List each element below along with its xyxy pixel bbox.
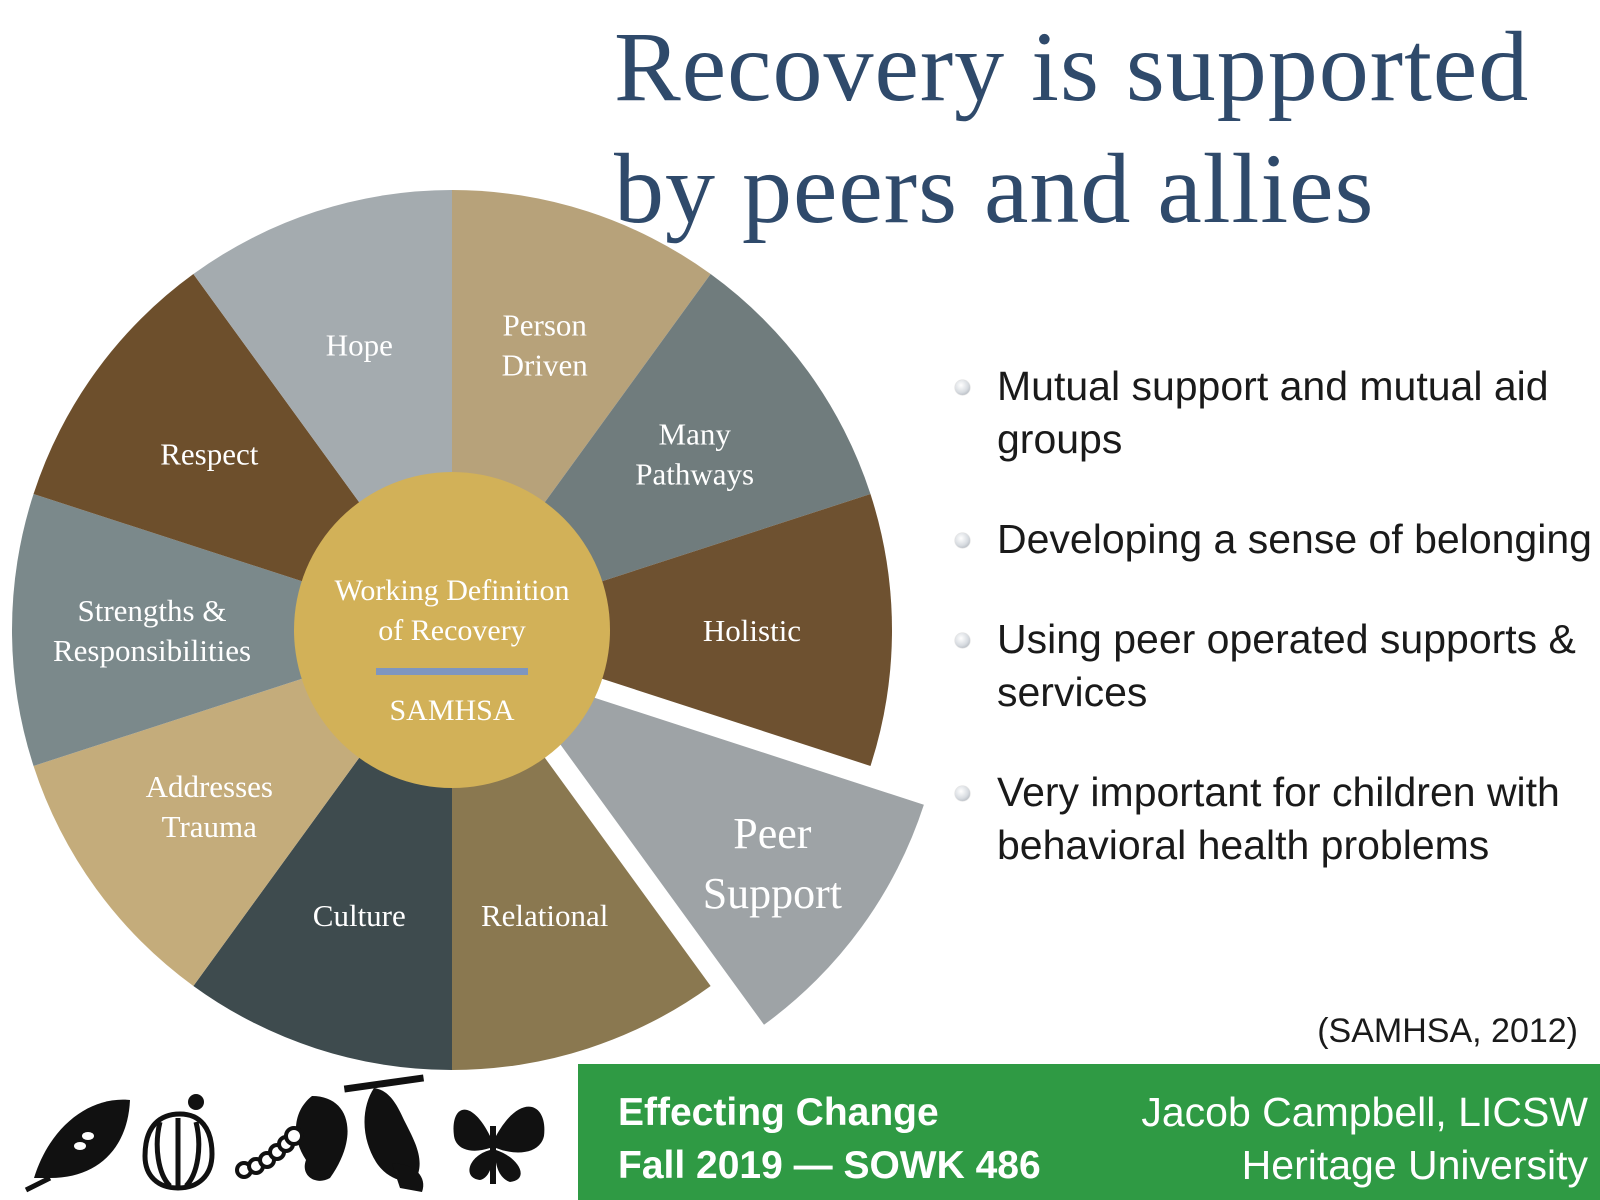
wheel-center-title-line: Working Definition	[334, 574, 569, 607]
wheel-label-line: Hope	[326, 328, 393, 363]
wheel-label-line: Person	[503, 308, 588, 343]
bullet-list: Mutual support and mutual aid groups Dev…	[955, 360, 1595, 919]
author-name: Jacob Campbell, LICSW	[1141, 1089, 1588, 1135]
wheel-center-divider	[376, 668, 528, 675]
bullet-item: Mutual support and mutual aid groups	[955, 360, 1595, 466]
wheel-label-line: Trauma	[162, 809, 258, 844]
chrysalis-icon	[343, 1074, 425, 1192]
wheel-center	[294, 472, 610, 788]
wheel-label-hope: Hope	[326, 328, 393, 363]
wheel-label-line: Support	[703, 869, 842, 918]
bullet-text: Very important for children with behavio…	[997, 769, 1560, 868]
wheel-segment-holistic	[452, 494, 892, 766]
bullet-icon	[955, 633, 970, 648]
footer-banner: Effecting Change Fall 2019 — SOWK 486 Ja…	[578, 1064, 1600, 1200]
wheel-label-holistic: Holistic	[703, 613, 801, 648]
slide-title-line-2: by peers and allies	[614, 133, 1375, 244]
wheel-label-line: Relational	[481, 898, 608, 933]
wheel-label-line: Strengths &	[78, 593, 227, 628]
leaf-icon	[24, 1099, 130, 1193]
course-term: Fall 2019 — SOWK 486	[618, 1144, 1041, 1187]
wheel-label-line: Many	[659, 417, 732, 452]
bullet-item: Very important for children with behavio…	[955, 766, 1595, 872]
citation: (SAMHSA, 2012)	[1317, 1012, 1578, 1050]
wheel-label-line: Pathways	[635, 457, 754, 492]
wheel-label-respect: Respect	[160, 437, 259, 472]
wheel-label-line: Respect	[160, 437, 259, 472]
bullet-icon	[955, 380, 970, 395]
butterfly-icon	[453, 1106, 545, 1184]
caterpillar-icon	[235, 1096, 348, 1181]
wheel-label-line: Culture	[313, 898, 406, 933]
course-info: Effecting Change Fall 2019 — SOWK 486	[618, 1086, 1041, 1192]
wheel-label-culture: Culture	[313, 898, 406, 933]
wheel-segment-strengths-responsibilities	[11, 494, 452, 766]
author-institution: Heritage University	[1241, 1142, 1588, 1188]
egg-icon	[142, 1094, 215, 1191]
bullet-text: Using peer operated supports & services	[997, 616, 1576, 715]
wheel-label-strengths-responsibilities: Strengths & Responsibilities	[53, 593, 251, 668]
bullet-icon	[955, 786, 970, 801]
bullet-item: Developing a sense of belonging	[955, 513, 1595, 566]
wheel-center-source: SAMHSA	[389, 694, 514, 727]
bullet-text: Developing a sense of belonging	[997, 516, 1592, 562]
bullet-text: Mutual support and mutual aid groups	[997, 363, 1549, 462]
wheel-segment-peer-support	[505, 668, 924, 1025]
bullet-icon	[955, 533, 970, 548]
wheel-label-line: Addresses	[146, 769, 273, 804]
course-title: Effecting Change	[618, 1091, 939, 1134]
wheel-center-title: Working Definition of Recovery	[334, 574, 569, 647]
bullet-item: Using peer operated supports & services	[955, 613, 1595, 719]
author-info: Jacob Campbell, LICSW Heritage Universit…	[1141, 1086, 1588, 1192]
lifecycle-icons	[24, 1074, 545, 1193]
wheel-label-relational: Relational	[481, 898, 608, 933]
wheel-label-line: Responsibilities	[53, 633, 251, 668]
wheel-label-line: Driven	[502, 348, 589, 383]
wheel-label-line: Peer	[733, 809, 812, 858]
wheel-label-line: Holistic	[703, 613, 801, 648]
slide-title: Recovery is supported by peers and allie…	[614, 6, 1594, 250]
slide-title-line-1: Recovery is supported	[614, 11, 1530, 122]
wheel-center-title-line: of Recovery	[378, 614, 525, 647]
